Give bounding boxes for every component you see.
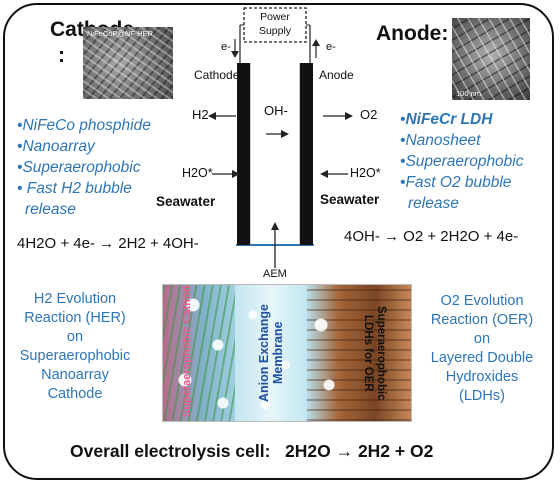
anode-bullet-2: •Nanosheet (400, 132, 481, 149)
h2-label: H2 (192, 107, 209, 122)
interface-schematic: Superaerophobic Cathode for HER Anion Ex… (162, 284, 412, 422)
anode-bullet-3: •Superaerophobic (400, 153, 524, 170)
water-right-label: H2O* (350, 166, 381, 180)
anode-sem-image: 100 nm (452, 18, 530, 100)
overall-prefix: Overall electrolysis cell: (70, 441, 271, 461)
hydroxide-arrow (281, 130, 289, 138)
anode-title: Anode: (376, 22, 449, 45)
anode-reaction: 4OH- → O2 + 2H2O + 4e- (344, 228, 519, 245)
electron-right-label: e- (326, 41, 336, 53)
hydroxide-label: OH- (264, 103, 288, 118)
cathode-colon: : (58, 44, 65, 67)
membrane-layer (235, 285, 307, 421)
cathode-reaction: 4H2O + 4e- → 2H2 + 4OH- (17, 235, 199, 252)
anode-scale-bar: 100 nm (456, 89, 482, 98)
anode-bullet-4: •Fast O2 bubble (400, 174, 512, 191)
cathode-bullet-2: •Nanoarray (17, 138, 95, 155)
cathode-bullet-3: •Superaerophobic (17, 159, 141, 176)
cathode-image-caption: NiFeCoP@NF HER (87, 29, 153, 38)
electron-down-arrow (231, 51, 239, 58)
cathode-layer (163, 285, 235, 421)
water-left-arrow (212, 170, 240, 178)
electron-left-label: e- (221, 41, 231, 53)
aem-arrow (271, 222, 279, 230)
seawater-left-label: Seawater (156, 194, 216, 209)
anode-electrode (300, 63, 313, 245)
anode-bullet-1: •NiFeCr LDH (400, 111, 493, 128)
anode-bullet-5: release (408, 195, 459, 212)
electron-up-arrow (312, 39, 320, 46)
h2-arrow (208, 112, 236, 120)
figure-frame (3, 3, 554, 480)
oer-description: O2 Evolution Reaction (OER) on Layered D… (430, 293, 534, 404)
overall-reaction: Overall electrolysis cell: 2H2O → 2H2 + … (70, 441, 433, 462)
aem-label: AEM (263, 268, 287, 280)
water-left-label: H2O* (182, 166, 213, 180)
seawater-right-label: Seawater (320, 192, 380, 207)
anode-bullets: •NiFeCr LDH •Nanosheet •Superaerophobic … (400, 109, 550, 214)
o2-label: O2 (360, 107, 378, 122)
cathode-bullets: •NiFeCo phosphide •Nanoarray •Superaerop… (17, 115, 197, 220)
overall-equation: 2H2O → 2H2 + O2 (285, 441, 434, 461)
schematic-cathode-text: Superaerophobic Cathode for HER (181, 284, 193, 417)
cathode-sem-image: NiFeCoP@NF HER (83, 27, 173, 99)
o2-arrow (323, 112, 353, 120)
cathode-bullet-4: • Fast H2 bubble (17, 180, 132, 197)
cathode-bullet-5: release (25, 201, 76, 218)
power-supply-box (243, 7, 307, 43)
cathode-electrode (237, 63, 250, 245)
water-right-arrow (320, 170, 348, 178)
cathode-label: Cathode (194, 68, 240, 82)
anode-layer (307, 285, 411, 421)
anode-label: Anode (319, 68, 354, 82)
her-description: H2 Evolution Reaction (HER) on Superaero… (19, 291, 131, 402)
electrolysis-cell (231, 7, 320, 268)
cathode-bullet-1: •NiFeCo phosphide (17, 117, 151, 134)
